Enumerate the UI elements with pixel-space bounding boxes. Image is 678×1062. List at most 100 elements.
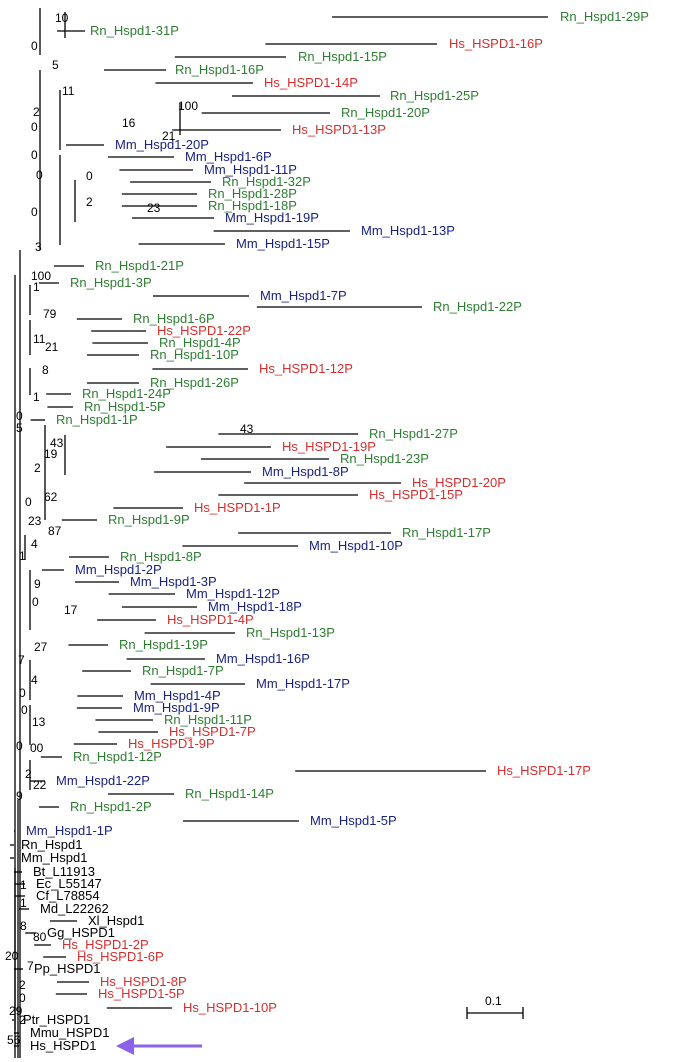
leaf-label: Rn_Hspd1-11P	[164, 712, 252, 727]
bootstrap-value: 7	[18, 653, 25, 667]
bootstrap-value: 1	[20, 878, 27, 892]
leaf-label: Hs_HSPD1-19P	[282, 439, 376, 454]
bootstrap-value: 1	[20, 896, 27, 910]
bootstrap-value: 11	[62, 84, 75, 98]
leaf-label: Mm_Hspd1-11P	[204, 162, 297, 177]
leaf-label: Mm_Hspd1-17P	[256, 676, 350, 691]
bootstrap-value: 80	[33, 930, 47, 944]
bootstrap-value: 0	[31, 39, 38, 53]
scale-bar: 0.1	[466, 994, 524, 1019]
bootstrap-value: 1	[19, 549, 26, 563]
bootstrap-value: 0	[31, 205, 38, 219]
leaf-label: Rn_Hspd1-22P	[433, 299, 522, 314]
leaf-label: Rn_Hspd1-1P	[56, 412, 138, 427]
bootstrap-value: 0	[31, 148, 38, 162]
bootstrap-value: 2	[19, 1013, 26, 1027]
bootstrap-value: 0	[32, 595, 39, 609]
leaf-label: Hs_HSPD1-12P	[259, 361, 353, 376]
leaf-label: Mm_Hspd1-5P	[310, 813, 397, 828]
bootstrap-value: 23	[28, 514, 42, 528]
bootstrap-value: 87	[48, 524, 62, 538]
leaf-label: Hs_HSPD1-13P	[292, 122, 386, 137]
leaf-label: Rn_Hspd1-25P	[390, 88, 479, 103]
leaf-label: Hs_HSPD1	[30, 1038, 96, 1053]
bootstrap-value: 43	[240, 422, 254, 436]
bootstrap-value: 0	[16, 739, 23, 753]
bootstrap-value: 10	[55, 11, 69, 25]
bootstrap-value: 23	[147, 201, 161, 215]
leaf-label: Mm_Hspd1-3P	[130, 574, 217, 589]
leaf-label: Mm_Hspd1-1P	[26, 823, 113, 838]
bootstrap-value: 100	[178, 99, 198, 113]
leaf-label: Rn_Hspd1-31P	[90, 23, 179, 38]
bootstrap-value: 1	[33, 390, 40, 404]
bootstrap-value: 0	[16, 409, 23, 423]
leaf-label: Mm_Hspd1-18P	[208, 599, 302, 614]
bootstrap-value: 0	[31, 120, 38, 134]
leaf-label: Mmu_HSPD1	[30, 1025, 109, 1040]
leaf-label: Ec_L55147	[36, 876, 102, 891]
bootstrap-value: 0	[19, 686, 26, 700]
leaf-label: Hs_HSPD1-8P	[100, 974, 187, 989]
leaf-label: Rn_Hspd1-10P	[150, 347, 239, 362]
bootstrap-value: 0	[21, 703, 28, 717]
leaf-label: Mm_Hspd1-15P	[236, 236, 330, 251]
leaf-label: Rn_Hspd1-13P	[246, 625, 335, 640]
bootstrap-value: 27	[34, 640, 48, 654]
bootstrap-value: 19	[44, 447, 58, 461]
leaf-label: Mm_Hspd1-19P	[225, 210, 319, 225]
leaf-label: Rn_Hspd1-17P	[402, 525, 491, 540]
leaf-label: Rn_Hspd1-2P	[70, 799, 152, 814]
bootstrap-value: 79	[43, 307, 57, 321]
leaf-label: Rn_Hspd1-26P	[150, 375, 239, 390]
leaf-label: Ptr_HSPD1	[23, 1012, 90, 1027]
leaf-label: Mm_Hspd1-10P	[309, 538, 403, 553]
bootstrap-value: 3	[35, 240, 42, 254]
leaf-label: Mm_Hspd1-8P	[262, 464, 349, 479]
leaf-label: Mm_Hspd1-16P	[216, 651, 310, 666]
leaf-label: Hs_HSPD1-6P	[77, 949, 164, 964]
bootstrap-value: 2	[33, 105, 40, 119]
arrow-head-icon	[116, 1037, 134, 1055]
bootstrap-value: 7	[27, 959, 34, 973]
bootstrap-value: 2	[86, 195, 93, 209]
leaf-label: Rn_Hspd1-16P	[175, 62, 264, 77]
leaf-label: Hs_HSPD1-1P	[194, 500, 281, 515]
leaf-label: Rn_Hspd1-24P	[82, 386, 171, 401]
bootstrap-value: 00	[30, 741, 44, 755]
leaf-label: Mm_Hspd1	[21, 850, 87, 865]
bootstrap-value: 56	[7, 1033, 21, 1047]
bootstrap-value: 8	[20, 919, 27, 933]
leaf-label: Gg_HSPD1	[47, 925, 115, 940]
leaf-label: Hs_HSPD1-10P	[183, 1000, 277, 1015]
leaf-label: Rn_Hspd1-27P	[369, 426, 458, 441]
bootstrap-value: 21	[45, 340, 59, 354]
bootstrap-value: 4	[31, 537, 38, 551]
leaf-label: Rn_Hspd1-21P	[95, 258, 184, 273]
bootstrap-value: 21	[162, 129, 176, 143]
leaf-label: Mm_Hspd1-2P	[75, 562, 162, 577]
leaf-label: Hs_HSPD1-4P	[167, 612, 254, 627]
leaf-label: Mm_Hspd1-7P	[260, 288, 347, 303]
leaf-label: Rn_Hspd1-19P	[119, 637, 208, 652]
leaf-label: Md_L22262	[40, 901, 109, 916]
bootstrap-value: 9	[16, 789, 23, 803]
bootstrap-value: 0	[19, 991, 26, 1005]
leaf-label: Mm_Hspd1-6P	[185, 149, 272, 164]
leaf-label: Pp_HSPD1	[34, 961, 100, 976]
leaf-label: Rn_Hspd1-28P	[208, 186, 297, 201]
leaf-label: Hs_HSPD1-14P	[264, 75, 358, 90]
leaf-label: Mm_Hspd1-22P	[56, 773, 150, 788]
tree-branches	[10, 8, 548, 1058]
bootstrap-value: 9	[34, 577, 41, 591]
leaf-label: Hs_HSPD1-9P	[128, 736, 215, 751]
leaf-label: Rn_Hspd1-14P	[185, 786, 274, 801]
bootstrap-value: 2	[34, 461, 41, 475]
bootstrap-value: 8	[42, 363, 49, 377]
leaf-label: Rn_Hspd1-5P	[84, 399, 166, 414]
bootstrap-value: 16	[122, 116, 136, 130]
leaf-label: Hs_HSPD1-22P	[157, 323, 251, 338]
bootstrap-value: 62	[44, 490, 58, 504]
